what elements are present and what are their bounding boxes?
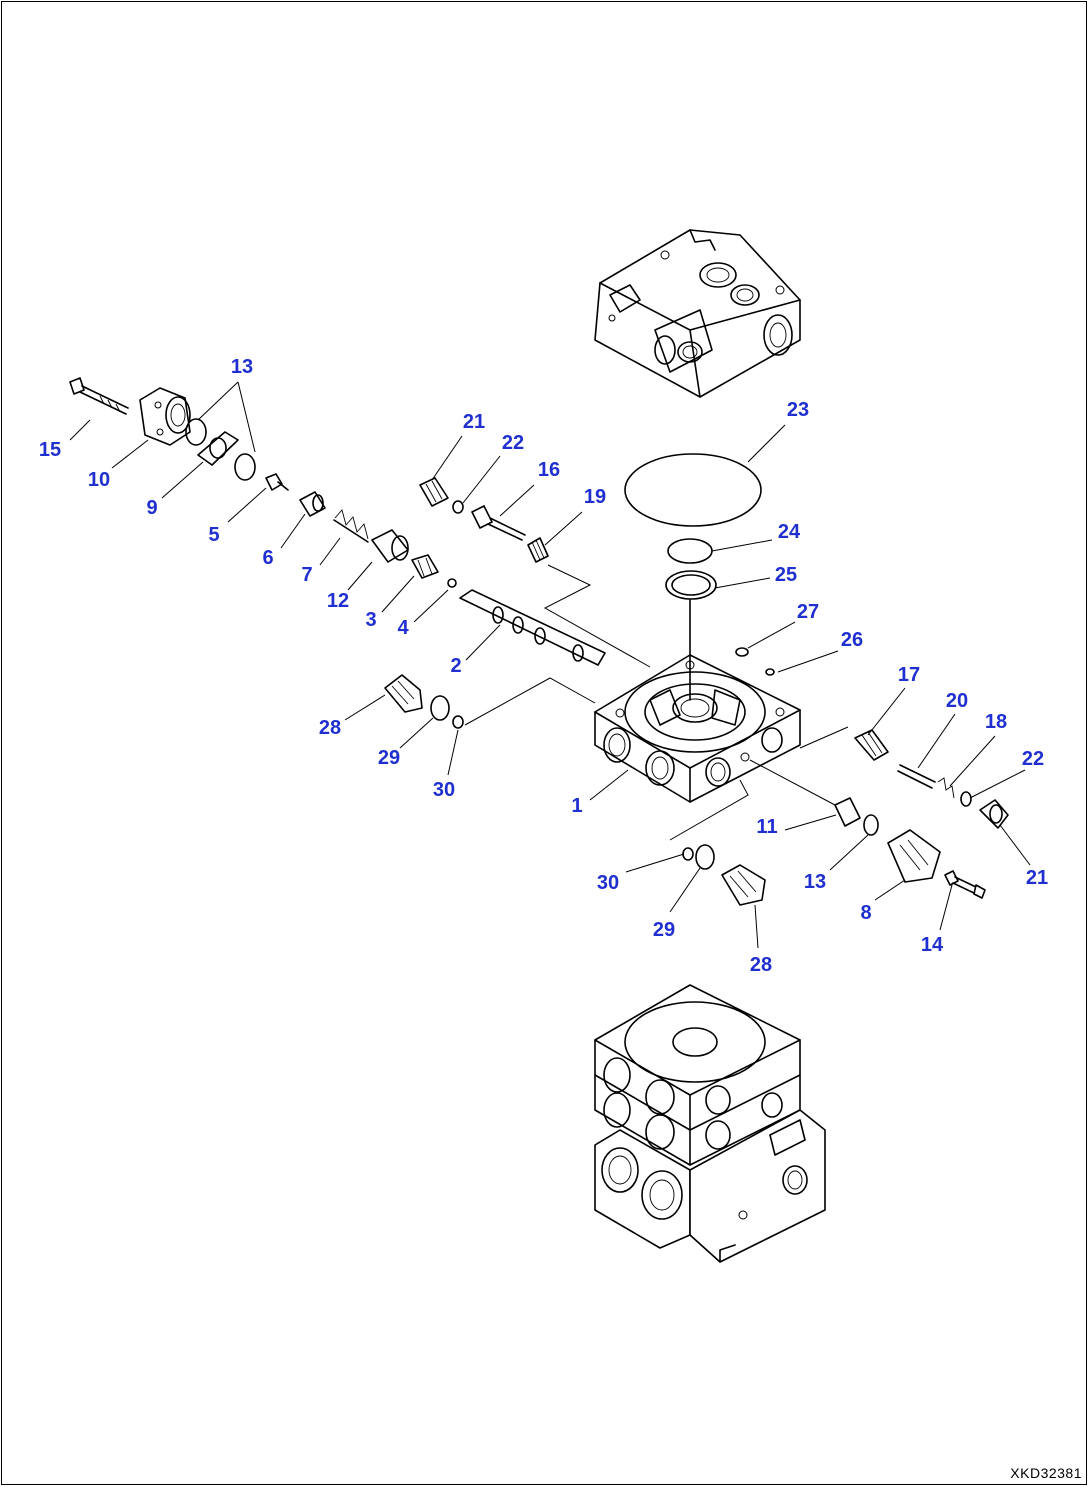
left-spool-assembly [69,377,606,666]
drawing-number: XKD32381 [1010,1465,1082,1481]
callout-25: 25 [774,564,798,586]
callout-8: 8 [860,902,872,924]
callout-24: 24 [777,521,801,543]
upper-relief-parts [419,477,549,563]
left-check-parts [384,674,464,729]
callout-6: 6 [262,547,274,569]
callout-29: 29 [652,919,676,941]
callout-5: 5 [208,524,220,546]
callout-13: 13 [803,871,827,893]
callout-1: 1 [571,795,583,817]
callout-16: 16 [537,459,561,481]
callout-11: 11 [756,816,778,838]
callout-22: 22 [501,432,525,454]
callout-30: 30 [432,779,456,801]
callout-14: 14 [920,934,944,956]
callout-29: 29 [377,747,401,769]
callout-28: 28 [749,954,773,976]
main-valve-body [594,654,801,803]
callout-2: 2 [450,655,462,677]
callout-10: 10 [87,469,111,491]
lower-valve-stack [594,984,826,1263]
callout-15: 15 [38,439,62,461]
callout-27: 27 [796,601,820,623]
callout-12: 12 [326,590,350,612]
bottom-right-parts [834,797,986,899]
callout-22: 22 [1021,748,1045,770]
callout-30: 30 [596,872,620,894]
callout-21: 21 [462,411,486,433]
callout-26: 26 [840,629,864,651]
callout-3: 3 [365,609,377,631]
callout-7: 7 [301,564,313,586]
callout-9: 9 [146,497,158,519]
callout-28: 28 [318,717,342,739]
assembly-lines [464,564,849,841]
callout-23: 23 [786,399,810,421]
bottom-check-parts [682,844,766,906]
callout-18: 18 [984,711,1008,733]
callout-17: 17 [897,664,921,686]
callout-4: 4 [397,617,409,639]
callout-21: 21 [1025,867,1049,889]
callout-13: 13 [230,356,254,378]
right-relief-parts [854,729,1009,829]
callout-20: 20 [945,690,969,712]
upper-valve-block [594,229,801,398]
callout-19: 19 [583,486,607,508]
leader-lines [69,381,1031,949]
